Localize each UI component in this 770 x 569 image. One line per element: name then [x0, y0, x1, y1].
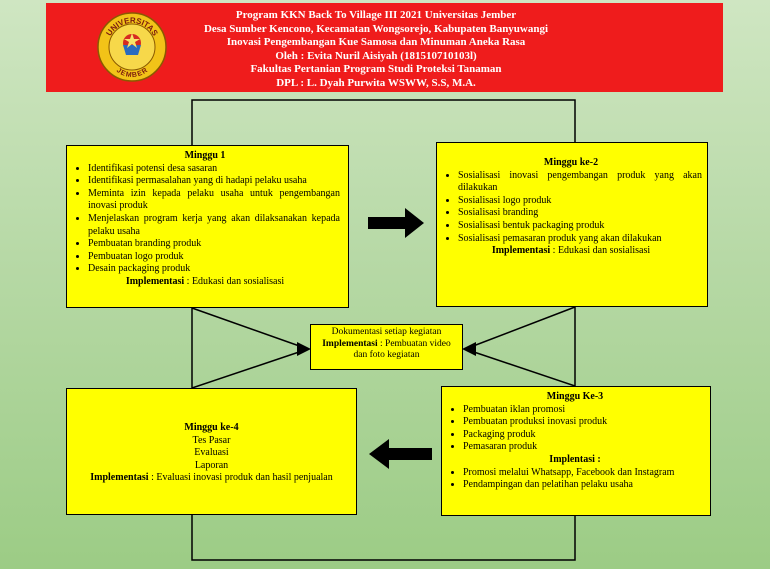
list-item: Meminta izin kepada pelaku usaha untuk p…: [88, 188, 340, 213]
arrow-right-icon: [368, 208, 424, 238]
implementation-label: Implementasi: [125, 275, 185, 287]
list-item: Pembuatan iklan promosi: [463, 404, 705, 417]
list-item: Pemasaran produk: [463, 441, 705, 454]
university-logo: UNIVERSITAS JEMBER: [97, 12, 167, 82]
minggu-3-box: Minggu Ke-3 Pembuatan iklan promosi Pemb…: [441, 386, 711, 516]
list-item: Pembuatan logo produk: [88, 251, 340, 264]
minggu-3-list-top: Pembuatan iklan promosi Pembuatan produk…: [445, 404, 705, 454]
header-text: Program KKN Back To Village III 2021 Uni…: [186, 9, 566, 90]
top-loop-connector: [191, 99, 576, 145]
implementation-label: Implementasi: [491, 245, 551, 257]
implementation-text: : Evaluasi inovasi produk dan hasil penj…: [148, 472, 333, 484]
implementation-text: : Pembuatan video dan foto kegiatan: [353, 338, 451, 361]
logo-bottom-text: JEMBER: [115, 67, 149, 79]
minggu-2-box: Minggu ke-2 Sosialisasi inovasi pengemba…: [436, 142, 708, 307]
connector-right-upper-to-doc: [467, 306, 576, 349]
list-item: Pembuatan produksi inovasi produk: [463, 416, 705, 429]
list-item: Identifikasi potensi desa sasaran: [88, 163, 340, 176]
list-item: Sosialisasi bentuk packaging produk: [458, 220, 702, 233]
dokumentasi-title: Dokumentasi setiap kegiatan: [331, 327, 442, 337]
implementation-text: : Edukasi dan sosialisasi: [184, 275, 285, 287]
header-line-supervisor: DPL : L. Dyah Purwita WSWW, S.S, M.A.: [276, 76, 476, 89]
minggu-2-list: Sosialisasi inovasi pengembangan produk …: [440, 170, 702, 246]
minggu-3-implementation-label: Implentasi :: [445, 454, 705, 467]
minggu-3-title: Minggu Ke-3: [546, 391, 604, 402]
implementation-label: Implementasi: [90, 472, 149, 484]
arrow-left-icon: [369, 439, 432, 469]
minggu-1-box: Minggu 1 Identifikasi potensi desa sasar…: [66, 145, 349, 308]
list-item: Menjelaskan program kerja yang akan dila…: [88, 213, 340, 238]
list-item: Sosialisasi branding: [458, 207, 702, 220]
list-item: Identifikasi permasalahan yang di hadapi…: [88, 175, 340, 188]
minggu-2-implementation: Implementasi : Edukasi dan sosialisasi: [440, 245, 702, 258]
dokumentasi-implementation: Implementasi : Pembuatan video dan foto …: [315, 339, 458, 362]
implementation-text: : Edukasi dan sosialisasi: [550, 245, 651, 257]
list-item: Desain packaging produk: [88, 263, 340, 276]
arrowhead-into-doc-left: [297, 342, 311, 356]
list-item: Promosi melalui Whatsapp, Facebook dan I…: [463, 467, 705, 480]
list-item: Sosialisasi pemasaran produk yang akan d…: [458, 233, 702, 246]
minggu-4-box: Minggu ke-4 Tes Pasar Evaluasi Laporan I…: [66, 388, 357, 515]
header-line-program: Program KKN Back To Village III 2021 Uni…: [235, 9, 517, 21]
implementation-label: Implentasi :: [549, 453, 601, 465]
implementation-label: Implementasi: [322, 338, 378, 349]
minggu-4-title: Minggu ke-4: [184, 422, 239, 433]
header-line-innovation: Inovasi Pengembangan Kue Samosa dan Minu…: [226, 36, 526, 48]
list-item: Pembuatan branding produk: [88, 238, 340, 251]
arrowhead-into-doc-right: [462, 342, 476, 356]
header-line-location: Desa Sumber Kencono, Kecamatan Wongsorej…: [203, 22, 549, 35]
minggu-4-implementation: Implementasi : Evaluasi inovasi produk d…: [73, 472, 350, 485]
list-item: Packaging produk: [463, 429, 705, 442]
list-item: Sosialisasi logo produk: [458, 195, 702, 208]
connector-left-upper-to-doc: [191, 307, 306, 349]
header-line-faculty: Fakultas Pertanian Program Studi Proteks…: [250, 63, 502, 75]
logo-emblem: [123, 33, 141, 55]
bottom-loop-connector: [191, 515, 576, 561]
minggu-4-line: Laporan: [194, 459, 229, 471]
minggu-1-implementation: Implementasi : Edukasi dan sosialisasi: [70, 276, 340, 289]
header-banner: UNIVERSITAS JEMBER Program KKN Back To V…: [46, 3, 723, 92]
minggu-4-line: Tes Pasar: [192, 434, 231, 446]
minggu-2-title: Minggu ke-2: [543, 157, 599, 168]
header-line-author: Oleh : Evita Nuril Aisiyah (181510710103…: [275, 49, 477, 62]
minggu-1-list: Identifikasi potensi desa sasaran Identi…: [70, 163, 340, 276]
minggu-3-list-bottom: Promosi melalui Whatsapp, Facebook dan I…: [445, 467, 705, 492]
connector-left-lower-to-doc: [191, 349, 306, 389]
minggu-4-line: Evaluasi: [194, 447, 229, 459]
connector-right-lower-to-doc: [467, 349, 576, 387]
list-item: Sosialisasi inovasi pengembangan produk …: [458, 170, 702, 195]
minggu-1-title: Minggu 1: [184, 150, 226, 161]
list-item: Pendampingan dan pelatihan pelaku usaha: [463, 479, 705, 492]
dokumentasi-box: Dokumentasi setiap kegiatan Implementasi…: [310, 324, 463, 370]
